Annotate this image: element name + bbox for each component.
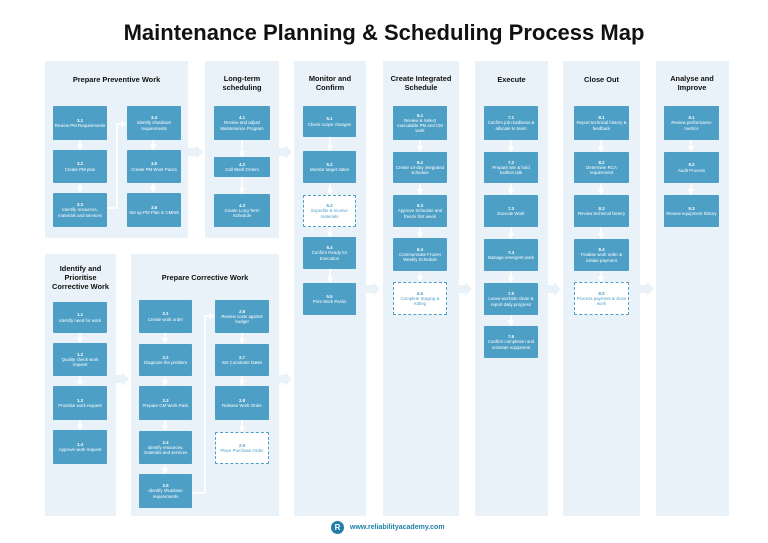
- heading-prepare-preventive: Prepare Preventive Work: [72, 75, 161, 84]
- footer-url[interactable]: www.reliabilityacademy.com: [350, 524, 445, 531]
- reliability-academy-logo-icon: R: [331, 521, 344, 534]
- heading-monitor: Monitor and Confirm: [308, 74, 352, 92]
- heading-prepare-corrective: Prepare Corrective Work: [161, 273, 249, 282]
- heading-integrated: Create Integrated Schedule: [390, 74, 452, 92]
- heading-identify-corrective: Identify and Prioritise Corrective Work: [52, 264, 109, 291]
- heading-execute: Execute: [497, 75, 526, 84]
- footer: R www.reliabilityacademy.com: [331, 521, 445, 534]
- page-title: Maintenance Planning & Scheduling Proces…: [123, 20, 645, 45]
- heading-close-out: Close Out: [584, 75, 619, 84]
- heading-analyse: Analyse and Improve: [670, 74, 714, 92]
- heading-long-term: Long-term scheduling: [222, 74, 262, 92]
